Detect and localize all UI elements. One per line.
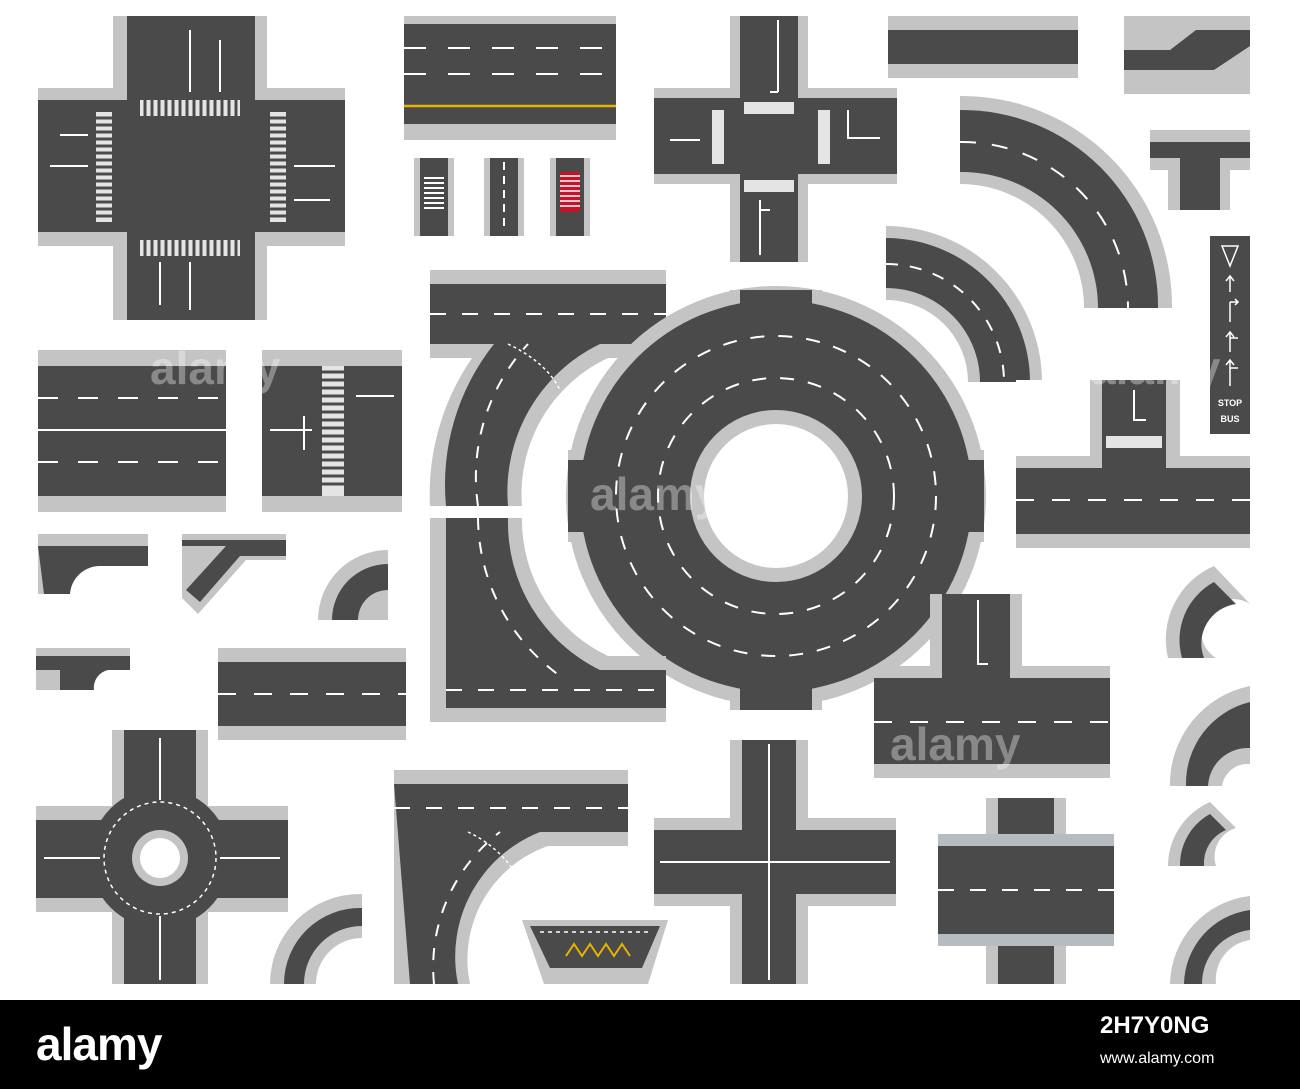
straight-road-two-lane: [218, 648, 406, 740]
s-curve-lower: [430, 517, 666, 722]
corner-tile-right-2: [1169, 686, 1250, 786]
crosswalk-tile-red: [550, 158, 590, 236]
site-url[interactable]: www.alamy.com: [1100, 1050, 1215, 1067]
image-id: 2H7Y0NG: [1100, 1012, 1210, 1039]
t-junction-small: [1150, 130, 1250, 210]
watermark-right: alamy: [1090, 342, 1221, 394]
footer-bar: alamy 2H7Y0NG www.alamy.com: [0, 1000, 1300, 1089]
watermark-center: alamy: [590, 468, 721, 520]
curve-road-medium: [885, 226, 1042, 383]
s-curve-upper: [429, 270, 666, 507]
t-junction-lower: alamy: [874, 594, 1110, 778]
diagonal-junction-tile: [182, 534, 286, 614]
curve-road-large: [959, 95, 1173, 309]
road-sign-strip: STOP BUS: [1210, 236, 1250, 434]
corner-tile-small-2: [318, 550, 388, 620]
roundabout-small: [36, 730, 288, 984]
curve-with-branch: [394, 770, 628, 985]
corner-tile-right-1: [1165, 566, 1250, 658]
bus-label: BUS: [1220, 414, 1239, 424]
straight-road-narrow: [888, 16, 1078, 78]
corner-tile-right-4: [1170, 896, 1250, 984]
alamy-logo[interactable]: alamy: [36, 1018, 162, 1070]
straight-road-four-lane: [38, 350, 226, 512]
stop-label: STOP: [1218, 398, 1242, 408]
road-tiles-canvas: STOP BUS alamy: [36, 16, 1250, 985]
bus-bay-zigzag: [522, 920, 668, 984]
corner-tile-small-1: [38, 534, 148, 594]
corner-tile-right-3: [1168, 802, 1236, 866]
merge-ramp-tile: [1124, 16, 1250, 94]
crosswalk-tile-white: [414, 158, 454, 236]
straight-road-yellow-edge: [404, 16, 616, 140]
corner-tile-small-3: [36, 648, 130, 690]
lane-tile-dashed: [484, 158, 524, 236]
corner-tile-bottom: [270, 893, 362, 984]
roundabout-large: alamy: [566, 286, 986, 710]
four-way-intersection-medium: [654, 16, 897, 262]
overpass-bridge: [938, 798, 1114, 984]
t-junction-crosswalk: [1016, 380, 1250, 548]
four-way-intersection-large: [38, 16, 345, 320]
straight-road-crosswalk: [262, 350, 402, 512]
watermark-left: alamy: [150, 342, 281, 394]
four-way-intersection-lower: [654, 740, 896, 984]
watermark-lower: alamy: [890, 718, 1021, 770]
